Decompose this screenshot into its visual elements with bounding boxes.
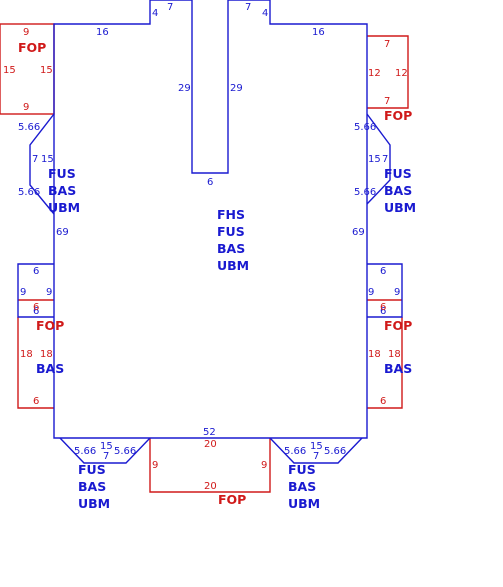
dim-fop-tr-bottom: 7 <box>384 96 390 107</box>
zone-center-ubm: UBM <box>217 258 249 273</box>
dim-bas-left-low: 6 <box>33 306 39 317</box>
dim-bas-left-fop-bottom: 6 <box>33 396 39 407</box>
zone-fop-left: FOP <box>36 318 64 333</box>
main-building-outline <box>53 0 368 439</box>
dim-chamfer-right-bottom: 5.66 <box>354 187 376 198</box>
zone-fop-top-left: FOP <box>18 40 46 55</box>
dim-notch-edge-left: 7 <box>167 2 173 13</box>
zone-right-fus: FUS <box>384 166 412 181</box>
zone-fop-bottom: FOP <box>218 492 246 507</box>
bottom-left-trapezoid-outline <box>59 437 151 464</box>
dim-fop-tl-left: 15 <box>3 65 16 76</box>
dim-side-right: 69 <box>352 227 365 238</box>
zone-left-ubm: UBM <box>48 200 80 215</box>
left-chamfer-outline <box>29 113 55 215</box>
dim-bas-right-mid: 6 <box>380 302 386 313</box>
zone-br-fus: FUS <box>288 462 316 477</box>
dim-bl-left: 5.66 <box>74 446 96 457</box>
dim-side-left: 69 <box>56 227 69 238</box>
right-chamfer-outline <box>366 113 391 205</box>
zone-br-bas: BAS <box>288 479 316 494</box>
dim-br-top: 15 <box>310 441 323 452</box>
dim-bas-right-fop-left: 18 <box>368 349 381 360</box>
dim-chamfer-right-inner: 15 <box>368 154 381 165</box>
bottom-right-trapezoid-outline <box>269 437 363 464</box>
dim-fop-bottom-left: 9 <box>152 460 158 471</box>
dim-fop-tl-right: 15 <box>40 65 53 76</box>
dim-bas-right-fop-right: 18 <box>388 349 401 360</box>
dim-notch-bottom: 6 <box>207 177 213 188</box>
fop-right-lower-outline <box>367 317 403 409</box>
fop-left-lower-outline <box>17 317 54 409</box>
dim-bl-top: 15 <box>100 441 113 452</box>
dim-notch-depth-left: 29 <box>178 83 191 94</box>
dim-bas-left-left: 9 <box>20 287 26 298</box>
zone-left-bas: BAS <box>48 183 76 198</box>
dim-bas-left-top: 6 <box>33 266 39 277</box>
dim-fop-bottom-right: 9 <box>261 460 267 471</box>
dim-fop-tr-left: 12 <box>368 68 381 79</box>
dim-notch-step-right: 4 <box>262 8 268 19</box>
dim-bas-left-fop-left: 18 <box>20 349 33 360</box>
zone-center-bas: BAS <box>217 241 245 256</box>
zone-left-fus: FUS <box>48 166 76 181</box>
dim-chamfer-left-outer: 7 <box>32 154 38 165</box>
dim-bas-left-fop-right: 18 <box>40 349 53 360</box>
dim-bas-left-right: 9 <box>46 287 52 298</box>
dim-bas-left-mid: 6 <box>33 302 39 313</box>
zone-center-fhs: FHS <box>217 207 245 222</box>
fop-bottom-outline <box>149 438 271 493</box>
dim-notch-depth-right: 29 <box>230 83 243 94</box>
right-bas-box-outline <box>367 263 403 318</box>
dim-chamfer-left-bottom: 5.66 <box>18 187 40 198</box>
zone-right-ubm: UBM <box>384 200 416 215</box>
zone-fop-top-right: FOP <box>384 108 412 123</box>
zone-right-bas-lower: BAS <box>384 361 412 376</box>
fop-top-right-outline <box>367 35 409 109</box>
dim-bas-right-fop-bottom: 6 <box>380 396 386 407</box>
dim-bas-right-left: 9 <box>368 287 374 298</box>
zone-left-bas-lower: BAS <box>36 361 64 376</box>
dim-top-left-width: 16 <box>96 27 109 38</box>
zone-br-ubm: UBM <box>288 496 320 511</box>
dim-bl-right: 5.66 <box>114 446 136 457</box>
dim-chamfer-right-top: 5.66 <box>354 122 376 133</box>
dim-br-bottom: 7 <box>313 451 319 462</box>
dim-top-right-width: 16 <box>312 27 325 38</box>
dim-bl-bottom: 7 <box>103 451 109 462</box>
dim-br-left: 5.66 <box>284 446 306 457</box>
left-bas-box-outline <box>17 263 54 318</box>
dim-bottom-width: 52 <box>203 427 216 438</box>
zone-bl-fus: FUS <box>78 462 106 477</box>
dim-fop-tr-right: 12 <box>395 68 408 79</box>
zone-bl-bas: BAS <box>78 479 106 494</box>
dim-bas-right-top: 6 <box>380 266 386 277</box>
zone-bl-ubm: UBM <box>78 496 110 511</box>
dim-chamfer-right-outer: 7 <box>382 154 388 165</box>
dim-notch-edge-right: 7 <box>245 2 251 13</box>
zone-center-fus: FUS <box>217 224 245 239</box>
zone-right-bas: BAS <box>384 183 412 198</box>
dim-bas-right-low: 6 <box>380 306 386 317</box>
dim-br-right: 5.66 <box>324 446 346 457</box>
dim-notch-step-left: 4 <box>152 8 158 19</box>
zone-fop-right: FOP <box>384 318 412 333</box>
dim-fop-tl-bottom: 9 <box>23 102 29 113</box>
dim-chamfer-left-top: 5.66 <box>18 122 40 133</box>
dim-bas-right-right: 9 <box>394 287 400 298</box>
dim-fop-bottom-bottom: 20 <box>204 481 217 492</box>
dim-chamfer-left-inner: 15 <box>41 154 54 165</box>
dim-fop-tr-top: 7 <box>384 39 390 50</box>
dim-fop-tl-top: 9 <box>23 27 29 38</box>
dim-fop-bottom-top: 20 <box>204 439 217 450</box>
